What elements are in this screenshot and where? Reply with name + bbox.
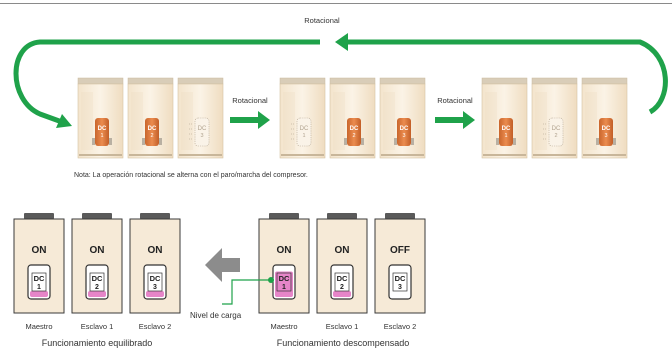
compressor-outline [330,264,354,300]
load-level-callout [222,277,274,305]
unit-state: ON [148,245,163,256]
compressor-label: DC [279,274,290,283]
compressor-number: 1 [282,284,286,291]
rotation-loop-arrow [13,33,668,128]
compressor-label: DC [502,126,511,132]
load-level-label: Nivel de carga [190,311,242,320]
compressor-active [499,118,513,146]
compressor-label: DC [300,126,309,132]
load-fill [146,291,164,297]
step-label-2: Rotacional [437,96,473,105]
outdoor-unit: DC1 [481,77,528,159]
compressor-number: 1 [37,284,41,291]
outdoor-unit: DC1 [279,77,326,159]
compressor-number: 2 [554,133,557,139]
compressor-outline [388,264,412,300]
compressor-number: 3 [604,133,607,139]
step-label-1: Rotacional [232,96,268,105]
unit-state: ON [90,245,105,256]
compressor-label: DC [198,126,207,132]
compressor-number: 3 [402,133,405,139]
compressor-label: DC [148,126,157,132]
step-arrow-2 [435,111,475,129]
unit-state: ON [32,245,47,256]
top-rule [0,3,672,4]
unit-name: Esclavo 1 [81,322,114,331]
compressor-number: 2 [150,133,153,139]
compressor-active [347,118,361,146]
unit-name: Esclavo 2 [384,322,417,331]
outdoor-unit: DC3 [581,77,628,159]
compressor-label: DC [98,126,107,132]
compressor-label: DC [337,274,348,283]
outdoor-unit: DC3 [379,77,426,159]
compressor-label: DC [400,126,409,132]
outdoor-unit: DC2 [531,77,578,159]
compressor-number: 2 [340,284,344,291]
compressor-active [145,118,159,146]
unit-state: ON [277,245,292,256]
compressor-number: 1 [504,133,507,139]
compressor-label: DC [92,274,103,283]
unit-name: Esclavo 2 [139,322,172,331]
compressor-label: DC [150,274,161,283]
compressor-idle [296,117,312,147]
compressor-outline [143,264,167,300]
compressor-label: DC [34,274,45,283]
compressor-idle [548,117,564,147]
unit-name: Maestro [25,322,52,331]
compressor-label: DC [602,126,611,132]
compressor-outline [85,264,109,300]
unit-state: OFF [390,245,410,256]
compressor-active [95,118,109,146]
compressor-number: 1 [100,133,103,139]
balanced-caption: Funcionamiento equilibrado [42,338,153,348]
unit-name: Maestro [270,322,297,331]
outdoor-unit: DC1 [77,77,124,159]
step-arrow-1 [230,111,270,129]
compressor-label: DC [350,126,359,132]
load-fill [30,291,48,297]
loop-label: Rotacional [304,16,340,25]
compressor-idle [194,117,210,147]
compressor-outline [27,264,51,300]
compressor-active [599,118,613,146]
outdoor-unit: DC2 [329,77,376,159]
compressor-number: 3 [200,133,203,139]
load-fill [275,271,293,297]
compressor-active [397,118,411,146]
compressor-number: 3 [398,284,402,291]
compressor-number: 3 [153,284,157,291]
compressor-number: 1 [302,133,305,139]
load-fill [333,291,351,297]
outdoor-unit: DC2 [127,77,174,159]
outdoor-unit: DC3 [177,77,224,159]
compressor-label: DC [395,274,406,283]
unbalanced-caption: Funcionamiento descompensado [277,338,410,348]
load-fill [88,291,106,297]
gray-direction-arrow [205,248,240,282]
compressor-number: 2 [352,133,355,139]
unit-state: ON [335,245,350,256]
unit-name: Esclavo 1 [326,322,359,331]
compressor-label: DC [552,126,561,132]
rotation-note: Nota: La operación rotacional se alterna… [74,172,308,179]
compressor-number: 2 [95,284,99,291]
